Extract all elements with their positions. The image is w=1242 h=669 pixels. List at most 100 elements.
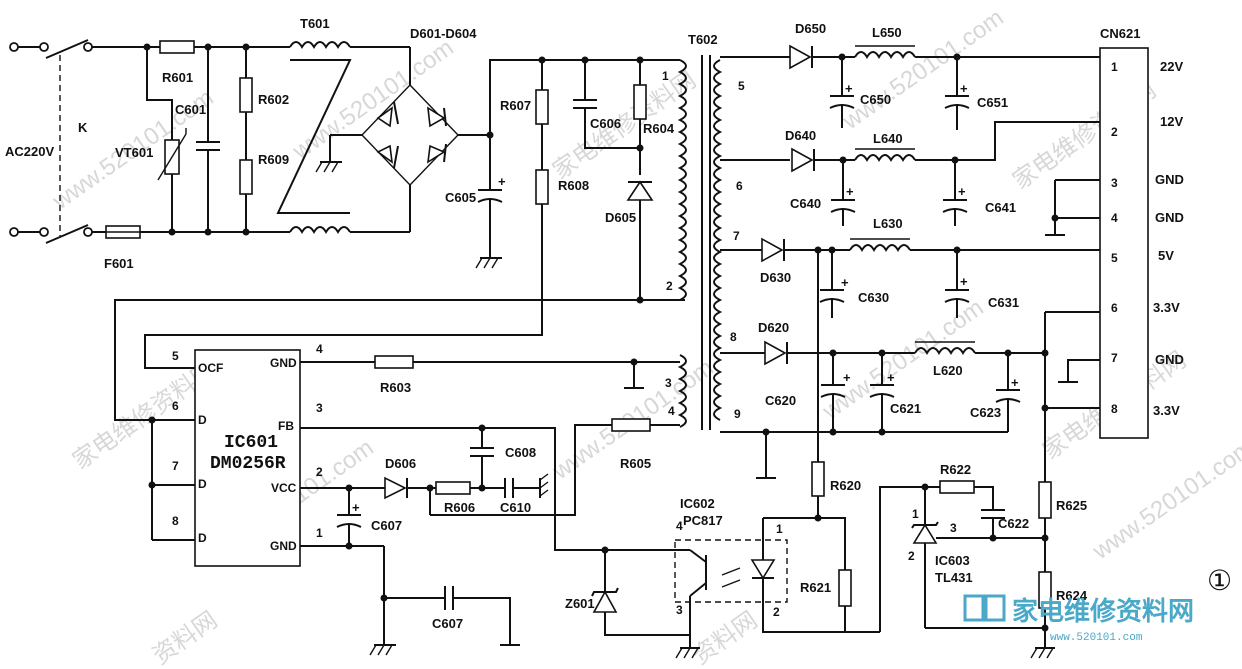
shunt-ic603	[912, 523, 938, 544]
choke-t601-bottom	[289, 226, 351, 234]
ic601-pin-number: 3	[316, 401, 323, 415]
d620-label: D620	[758, 320, 789, 335]
c631-label: C631	[988, 295, 1019, 310]
c605-label: C605	[445, 190, 476, 205]
watermark-brand: 家电维修资料网	[548, 66, 701, 184]
ic601-pin-label: OCF	[198, 361, 223, 375]
svg-text:+: +	[1011, 375, 1019, 390]
ic601-pin-label: D	[198, 413, 207, 427]
ic601-pin-label: D	[198, 531, 207, 545]
zener-z601	[592, 590, 618, 613]
svg-text:+: +	[960, 81, 968, 96]
switch-blade	[45, 39, 89, 59]
ic601-pin-label: GND	[270, 539, 297, 553]
c622-label: C622	[998, 516, 1029, 531]
cn621-pin-number: 7	[1111, 351, 1118, 365]
resistor-r602	[239, 77, 253, 113]
ac-voltage-label: AC220V	[5, 144, 54, 159]
transformer-t602: T602 1 2 3 4 5 6 7 8 9	[662, 32, 745, 430]
cn621-signal: 12V	[1160, 114, 1183, 129]
svg-text:+: +	[845, 81, 853, 96]
opto-pin: 1	[776, 522, 783, 536]
primary-winding	[677, 59, 687, 301]
cn621-pin-number: 3	[1111, 176, 1118, 190]
ic601-pin-label: VCC	[271, 481, 297, 495]
r601-label: R601	[162, 70, 193, 85]
secondary-winding	[713, 59, 723, 421]
aux-supply: R603 R605 C608 D606 R606 C610	[300, 355, 690, 656]
logo-text: 家电维修资料网	[1012, 596, 1194, 627]
output-stage: D650 L650 + C650 + C651 D640 L640	[720, 21, 1100, 482]
c640-label: C640	[790, 196, 821, 211]
ic603-pin: 3	[950, 521, 957, 535]
svg-text:+: +	[960, 274, 968, 289]
watermark-short: 资料网	[148, 607, 222, 669]
cn621-body	[1099, 47, 1149, 439]
ic601-part: DM0256R	[210, 454, 286, 474]
c623-label: C623	[970, 405, 1001, 420]
resistor-r604	[633, 84, 647, 120]
switch-blade	[45, 224, 89, 244]
emi-filter: R601 VT601 C601 R602 R609 T601	[115, 16, 410, 236]
figure-number: ①	[1207, 565, 1232, 596]
cn621-pin-number: 6	[1111, 301, 1118, 315]
resistor-r605	[611, 418, 651, 432]
t601-label: T601	[300, 16, 330, 31]
c641-label: C641	[985, 200, 1016, 215]
vt601-label: VT601	[115, 145, 153, 160]
diode-d630	[761, 237, 784, 263]
cn621-signal: 3.3V	[1153, 403, 1180, 418]
logo-url: www.520101.com	[1050, 632, 1143, 644]
svg-text:+: +	[352, 500, 360, 515]
opto-pin: 3	[676, 603, 683, 617]
choke-t601-top	[289, 41, 351, 49]
t602-pin: 7	[733, 229, 740, 243]
resistor-r601	[159, 40, 195, 54]
t602-pin: 6	[736, 179, 743, 193]
t602-pin: 4	[668, 404, 675, 418]
diode-d606	[384, 476, 407, 500]
ic603-pin: 2	[908, 549, 915, 563]
t602-pin: 8	[730, 330, 737, 344]
cn621-signal: 5V	[1158, 248, 1174, 263]
snubber: R607 R608 C606 R604 D605	[114, 56, 685, 421]
bridge-rectifier: D601-D604 + C605	[315, 26, 545, 269]
c601-label: C601	[175, 102, 206, 117]
svg-text:+: +	[846, 184, 854, 199]
ic601-pin-number: 7	[172, 459, 179, 473]
aux-winding	[677, 354, 687, 428]
book-icon	[963, 594, 985, 622]
c620-label: C620	[765, 393, 796, 408]
light-arrow	[721, 567, 741, 576]
r625-label: R625	[1056, 498, 1087, 513]
c650-label: C650	[860, 92, 891, 107]
choke-core	[276, 59, 352, 214]
r621-label: R621	[800, 580, 831, 595]
controller-ic601: IC601 DM0256R OCF D D D GND FB VCC GND 5…	[148, 342, 323, 567]
cn621-pin-number: 5	[1111, 251, 1118, 265]
ic601-body	[194, 349, 301, 567]
ic601-pin-number: 5	[172, 349, 179, 363]
d650-label: D650	[795, 21, 826, 36]
ic601-pin-label: FB	[278, 419, 294, 433]
r620-label: R620	[830, 478, 861, 493]
cn621-label: CN621	[1100, 26, 1140, 41]
ic602-part: PC817	[683, 513, 723, 528]
resistor-r608	[535, 169, 549, 205]
z601-label: Z601	[565, 596, 595, 611]
input-terminal	[9, 42, 19, 52]
d630-label: D630	[760, 270, 791, 285]
connector-cn621: CN621 1 2 3 4 5 6 7 8 22V 12V GND GND 5V…	[1045, 26, 1184, 439]
t602-pin: 1	[662, 69, 669, 83]
ic601-pin-number: 8	[172, 514, 179, 528]
inductor-l650	[854, 51, 916, 59]
inductor-l620	[914, 347, 976, 355]
opto-pin: 4	[676, 519, 683, 533]
resistor-r603	[374, 355, 414, 369]
t602-pin: 2	[666, 279, 673, 293]
cn621-signal: GND	[1155, 172, 1184, 187]
watermark-site: www.520101.com	[1087, 434, 1242, 565]
bridge-diode	[427, 106, 446, 128]
r602-label: R602	[258, 92, 289, 107]
